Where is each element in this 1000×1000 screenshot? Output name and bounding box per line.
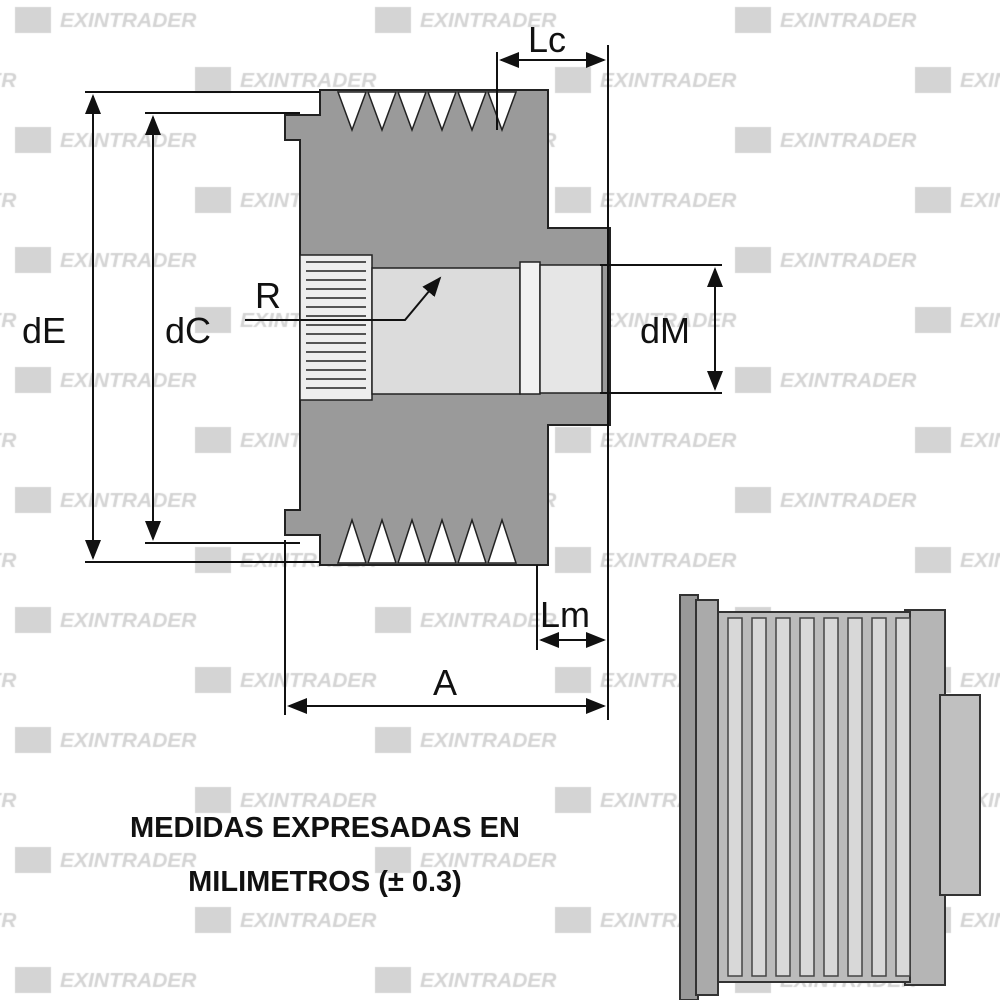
rib (727, 617, 743, 977)
dimension-lines (85, 45, 723, 720)
spline-bore (299, 254, 373, 401)
groove (486, 91, 518, 133)
note-line-1: MEDIDAS EXPRESADAS EN (130, 812, 520, 844)
pulley-ribs (727, 617, 911, 977)
label-A: A (433, 662, 457, 703)
label-dM: dM (640, 310, 690, 351)
rib (751, 617, 767, 977)
groove (336, 91, 368, 133)
rib (871, 617, 887, 977)
groove (366, 517, 398, 564)
rib (823, 617, 839, 977)
rib (775, 617, 791, 977)
groove (366, 91, 398, 133)
pulley-photo (679, 594, 981, 1000)
splines (306, 261, 366, 389)
groove (456, 91, 488, 133)
label-dC: dC (165, 310, 211, 351)
label-Lc: Lc (528, 19, 566, 60)
rib (895, 617, 911, 977)
pulley-body (284, 89, 611, 566)
rib (847, 617, 863, 977)
groove (486, 517, 518, 564)
groove (396, 91, 428, 133)
groove (456, 517, 488, 564)
belt-grooves (336, 91, 518, 564)
inner-bore (371, 267, 521, 395)
label-dE: dE (22, 310, 66, 351)
groove (426, 517, 458, 564)
label-Lm: Lm (540, 594, 590, 635)
rib (799, 617, 815, 977)
groove (336, 517, 368, 564)
groove (396, 517, 428, 564)
note-line-2: MILIMETROS (± 0.3) (188, 866, 462, 898)
groove (426, 91, 458, 133)
label-R: R (255, 275, 281, 316)
